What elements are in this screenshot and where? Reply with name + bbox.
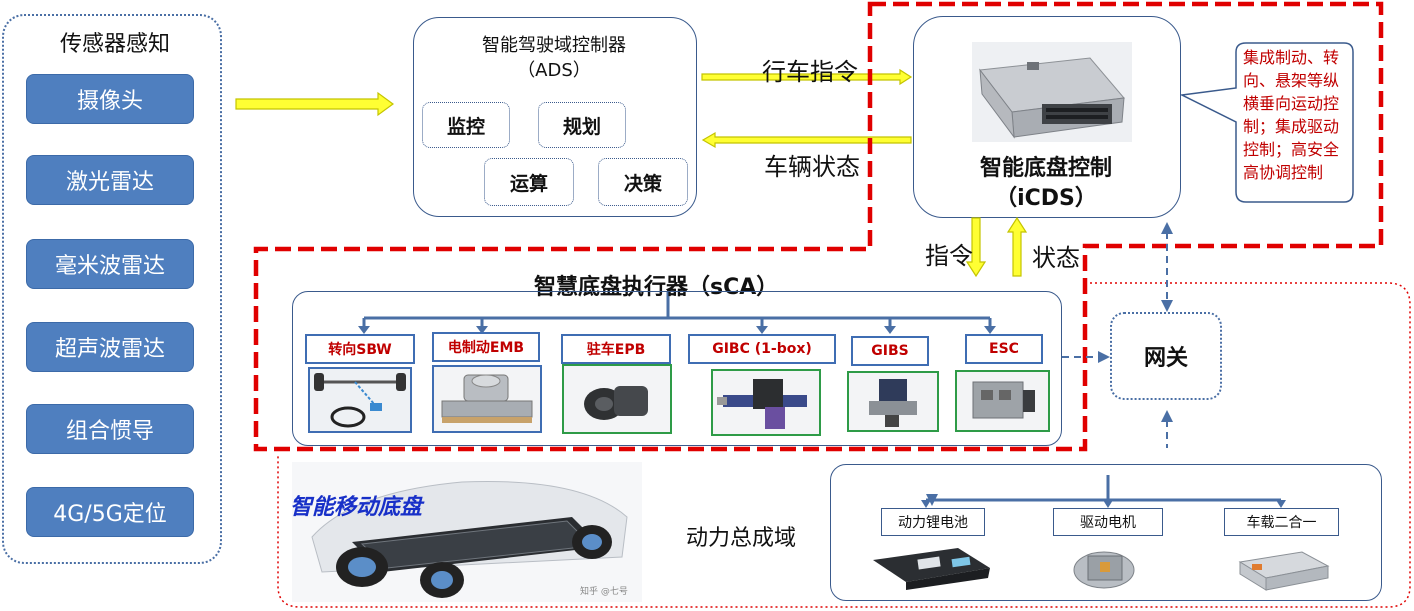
epb-image	[562, 364, 672, 434]
arrow-vehicle-status	[701, 131, 912, 149]
gateway-label: 网关	[1143, 346, 1188, 371]
gateway-box[interactable]: 网关	[1110, 312, 1222, 400]
actuator-emb-label[interactable]: 电制动EMB	[432, 332, 540, 362]
sensor-positioning[interactable]: 4G/5G定位	[26, 487, 194, 537]
chassis-label: 智能移动底盘	[290, 495, 423, 520]
sca-panel	[292, 291, 1062, 446]
chassis-watermark: 知乎 @七号	[580, 587, 628, 597]
icds-subtitle: （iCDS）	[995, 186, 1097, 211]
sensor-ultrasonic-radar[interactable]: 超声波雷达	[26, 322, 194, 372]
label-drive-command: 行车指令	[762, 58, 858, 86]
gibs-image	[847, 371, 939, 432]
arrow-status-up	[1006, 216, 1028, 277]
actuator-epb-label[interactable]: 驻车EPB	[561, 334, 671, 364]
actuator-sbw-label[interactable]: 转向SBW	[305, 334, 415, 364]
obc-image	[1238, 551, 1330, 591]
label-vehicle-status: 车辆状态	[764, 153, 860, 181]
ads-monitor[interactable]: 监控	[422, 102, 510, 148]
actuator-gibc-label[interactable]: GIBC (1-box)	[688, 334, 836, 364]
label-command: 指令	[925, 242, 973, 270]
ads-computing[interactable]: 运算	[484, 158, 574, 206]
motor-image	[1073, 551, 1135, 589]
powertrain-battery-label[interactable]: 动力锂电池	[881, 508, 985, 536]
sensor-mmwave-radar[interactable]: 毫米波雷达	[26, 239, 194, 289]
powertrain-obc-label[interactable]: 车载二合一	[1224, 508, 1339, 536]
callout-text: 集成制动、转向、悬架等纵横垂向运动控制；集成驱动控制；高安全高协调控制	[1243, 48, 1340, 182]
arrow-command-down	[965, 217, 987, 278]
ads-title: 智能驾驶域控制器	[482, 35, 626, 56]
sensor-panel-title: 传感器感知	[60, 32, 171, 57]
chassis-image	[292, 462, 642, 602]
powertrain-panel	[830, 464, 1382, 601]
sensor-panel	[2, 14, 222, 564]
powertrain-motor-label[interactable]: 驱动电机	[1053, 508, 1163, 536]
ads-decision[interactable]: 决策	[598, 158, 688, 206]
icds-title: 智能底盘控制	[979, 156, 1112, 181]
arrow-drive-command	[701, 68, 913, 86]
sbw-image	[308, 367, 412, 433]
arrow-sensors-to-ads	[235, 91, 395, 117]
sca-title: 智慧底盘执行器（sCA）	[534, 275, 779, 300]
icds-domain-frame	[253, 1, 1384, 452]
ecu-image	[972, 42, 1132, 142]
sensor-camera[interactable]: 摄像头	[26, 74, 194, 124]
gibc-image	[711, 369, 821, 436]
sensor-ins[interactable]: 组合惯导	[26, 404, 194, 454]
callout-bubble	[1180, 42, 1354, 203]
esc-image	[955, 370, 1050, 432]
chassis-domain-frame	[277, 282, 1411, 608]
ads-subtitle: （ADS）	[517, 60, 591, 81]
label-status: 状态	[1032, 244, 1080, 272]
emb-image	[432, 365, 542, 433]
actuator-gibs-label[interactable]: GIBS	[851, 336, 929, 366]
actuator-esc-label[interactable]: ESC	[965, 334, 1043, 364]
ads-planning[interactable]: 规划	[538, 102, 626, 148]
powertrain-title: 动力总成域	[686, 526, 797, 551]
sensor-lidar[interactable]: 激光雷达	[26, 155, 194, 205]
battery-image	[873, 548, 990, 590]
